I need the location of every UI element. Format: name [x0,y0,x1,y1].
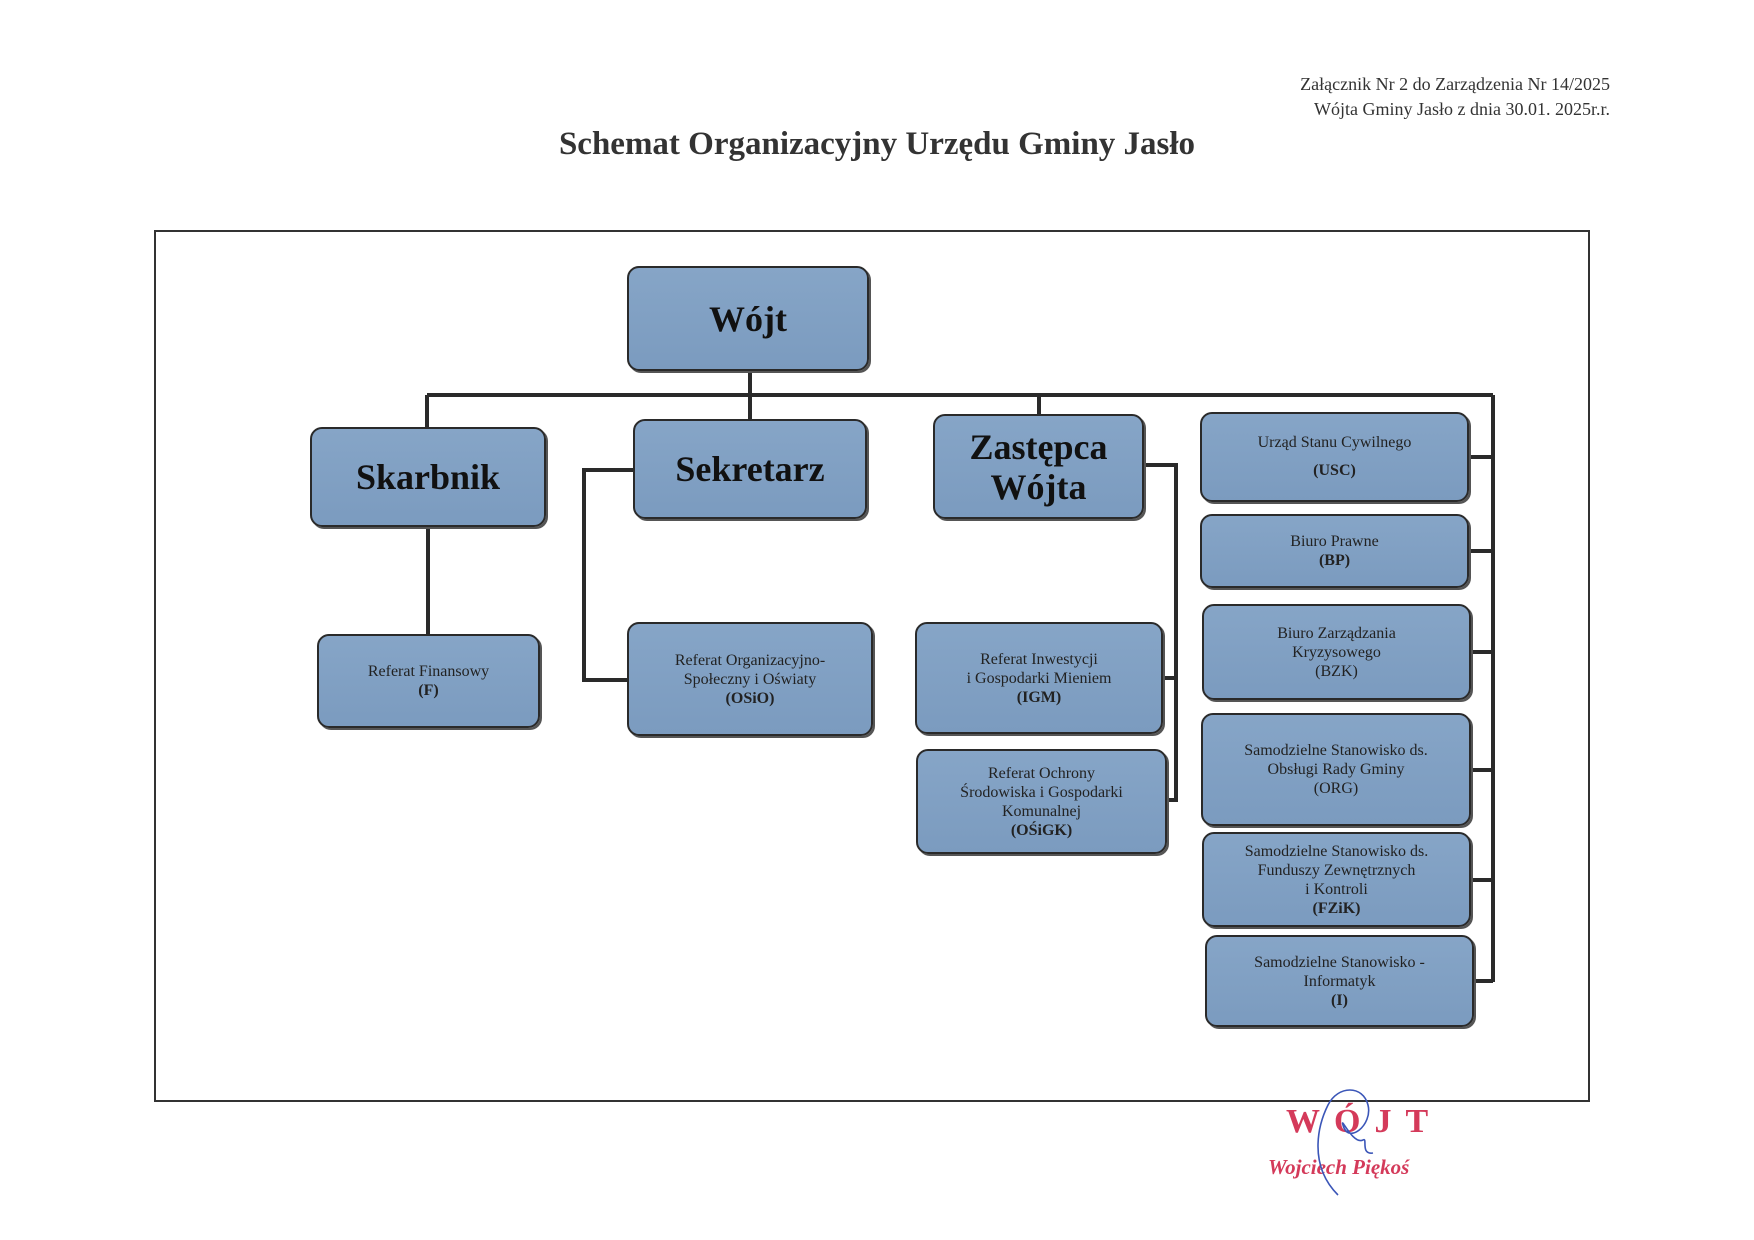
box-code: (USC) [1313,462,1356,479]
box-usc: Urząd Stanu Cywilnego (USC) [1200,412,1469,502]
connector-sekretarz-osio [582,468,633,682]
stamp-title: WÓJT [1286,1103,1443,1140]
connector-zastepca-referaty [1144,463,1178,802]
attachment-note: Załącznik Nr 2 do Zarządzenia Nr 14/2025… [1300,72,1610,122]
box-code: (I) [1331,991,1348,1009]
box-label: Obsługi Rady Gminy [1267,761,1405,778]
box-label: Sekretarz [675,449,825,489]
box-label: Zastępca [969,426,1108,467]
box-label: Wójt [709,298,787,339]
box-label: Samodzielne Stanowisko ds. [1244,842,1429,860]
box-wojt: Wójt [627,266,869,371]
box-label: Referat Ochrony [987,764,1096,782]
box-label: Informatyk [1303,972,1376,990]
box-label: Funduszy Zewnętrznych [1257,861,1416,879]
box-label: Biuro Zarządzania [1277,624,1396,642]
box-label: Kryzysowego [1292,643,1381,661]
box-sekretarz: Sekretarz [633,419,867,519]
box-label: Samodzielne Stanowisko - [1254,953,1425,971]
box-label: Biuro Prawne [1290,533,1379,550]
box-code: (BZK) [1315,662,1358,680]
box-label: Urząd Stanu Cywilnego [1257,434,1412,451]
box-label: i Kontroli [1305,880,1368,898]
box-label: Społeczny i Oświaty [683,670,817,688]
box-org: Samodzielne Stanowisko ds. Obsługi Rady G… [1201,713,1471,826]
box-code: (IGM) [1016,688,1062,706]
box-label: Wójta [990,466,1087,507]
box-fzik: Samodzielne Stanowisko ds.Funduszy Zewnę… [1202,832,1471,927]
box-osio: Referat Organizacyjno-Społeczny i Oświat… [627,622,873,736]
signature-stamp: WÓJT Wojciech Piękoś [1268,1085,1428,1200]
page-title: Schemat Organizacyjny Urzędu Gminy Jasło [558,126,1196,162]
box-label: Referat Organizacyjno- [674,651,826,669]
box-code: (BP) [1318,552,1351,569]
box-label: Skarbnik [355,457,501,497]
box-code: (OŚiGK) [1010,821,1073,839]
box-bp: Biuro Prawne (BP) [1200,514,1469,588]
box-code: (F) [418,682,439,699]
box-referat-finansowy: Referat Finansowy (F) [317,634,540,728]
box-code: (OSiO) [725,689,775,707]
chart-frame [154,230,1590,1102]
attachment-line-1: Załącznik Nr 2 do Zarządzenia Nr 14/2025 [1300,74,1610,94]
handwritten-signature [1317,1089,1374,1196]
box-code: (FZiK) [1312,899,1361,917]
box-label: Referat Finansowy [367,663,490,680]
box-informatyk: Samodzielne Stanowisko -Informatyk(I) [1205,935,1474,1027]
box-label: Referat Inwestycji [980,650,1098,668]
stamp-name: Wojciech Piękoś [1268,1155,1410,1179]
box-label: Samodzielne Stanowisko ds. [1244,742,1428,759]
box-skarbnik: Skarbnik [310,427,546,527]
box-code: (ORG) [1313,780,1359,797]
box-label: i Gospodarki Mieniem [966,669,1112,687]
box-label: Środowiska i Gospodarki [960,783,1123,801]
attachment-line-2: Wójta Gminy Jasło z dnia 30.01. 2025r.r. [1314,99,1610,119]
box-label: Komunalnej [1001,802,1082,820]
